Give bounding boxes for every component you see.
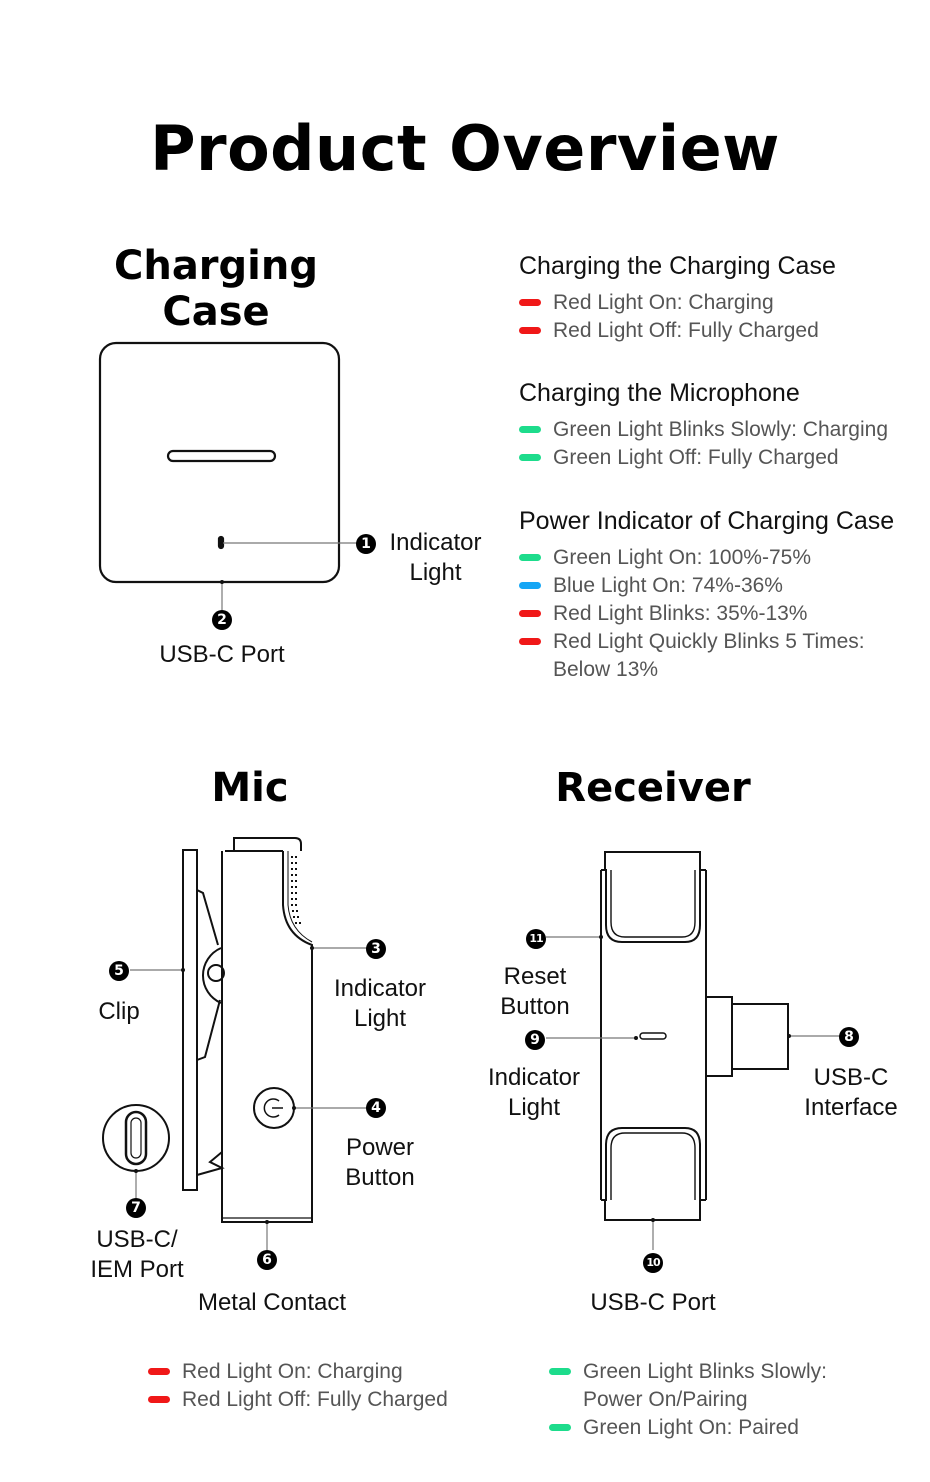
callout-label-usbc-interface: USB-C Interface	[804, 1064, 898, 1121]
charging-case-slot	[166, 449, 277, 463]
mic-usbc-detail	[102, 1104, 170, 1172]
callout-label-metal-contact: Metal Contact	[197, 1289, 347, 1316]
callout-label-mic-indicator-light: Indicator Light	[333, 975, 427, 1032]
callout-badge-6: 6	[257, 1249, 277, 1270]
legend-item: Red Light On: Charging	[519, 289, 836, 317]
green-light-swatch	[519, 454, 541, 461]
receiver-heading: Receiver	[555, 765, 751, 811]
mic-illustration	[102, 837, 313, 1223]
callout-badge-4: 4	[366, 1097, 386, 1118]
legend-group-heading: Charging the Microphone	[519, 379, 800, 407]
mic-body	[221, 851, 313, 1223]
legend-item: Red Light Off: Fully Charged	[519, 317, 836, 345]
callout-badge-1: 1	[356, 533, 376, 554]
legend-group-heading: Charging the Charging Case	[519, 252, 836, 280]
red-light-swatch	[148, 1396, 170, 1403]
legend-item: Green Light On: 100%-75%	[519, 544, 894, 572]
mic-clip-hinge	[201, 947, 222, 1004]
callout-label-indicator-light: Indicator Light	[389, 529, 482, 586]
mic-clip-plate	[182, 849, 198, 1191]
charging-case-heading: Charging Case	[96, 243, 336, 335]
green-light-swatch	[549, 1424, 571, 1431]
red-light-swatch	[148, 1368, 170, 1375]
case-indicator-light	[217, 535, 225, 550]
callout-label-receiver-indicator-light: Indicator Light	[487, 1064, 581, 1121]
callout-badge-7: 7	[126, 1197, 146, 1218]
legend-group-charging-case: Charging the Charging Case Red Light On:…	[519, 252, 836, 345]
callout-label-clip: Clip	[98, 998, 140, 1025]
red-light-swatch	[519, 299, 541, 306]
receiver-indicator-light	[639, 1032, 667, 1040]
callout-label-receiver-usbc-port: USB-C Port	[590, 1289, 716, 1316]
legend-item: Red Light Off: Fully Charged	[148, 1386, 448, 1414]
mic-top-cap	[233, 837, 302, 851]
legend-item: Red Light On: Charging	[148, 1358, 448, 1386]
legend-item: Red Light Blinks: 35%-13%	[519, 600, 894, 628]
red-light-swatch	[519, 327, 541, 334]
callout-label-usbc-port: USB-C Port	[159, 641, 285, 668]
red-light-swatch	[519, 610, 541, 617]
callout-label-reset-button: Reset Button	[500, 963, 570, 1020]
callout-label-power-button: Power Button	[345, 1134, 415, 1191]
callout-badge-10: 10	[643, 1251, 663, 1273]
charging-case-body	[98, 341, 341, 584]
receiver-legend: Green Light Blinks Slowly:Power On/Pairi…	[549, 1358, 827, 1442]
legend-item: Green Light On: Paired	[549, 1414, 827, 1442]
callout-badge-3: 3	[366, 938, 386, 959]
callout-badge-9: 9	[525, 1029, 545, 1050]
blue-light-swatch	[519, 582, 541, 589]
mic-grill-dots	[291, 856, 301, 924]
receiver-usbc-plug	[731, 1003, 789, 1070]
receiver-illustration	[600, 851, 789, 1221]
legend-group-charging-microphone: Charging the Microphone Green Light Blin…	[519, 379, 888, 472]
legend-item: Red Light Quickly Blinks 5 Times:Below 1…	[519, 628, 894, 684]
legend-item: Green Light Blinks Slowly: Charging	[519, 416, 888, 444]
green-light-swatch	[519, 426, 541, 433]
receiver-usbc-base	[705, 996, 733, 1077]
mic-heading: Mic	[211, 765, 289, 811]
mic-legend: Red Light On: Charging Red Light Off: Fu…	[148, 1358, 448, 1414]
legend-group-power-indicator: Power Indicator of Charging Case Green L…	[519, 507, 894, 684]
legend-group-heading: Power Indicator of Charging Case	[519, 507, 895, 535]
charging-case-heading-line1: Charging	[113, 243, 318, 289]
green-light-swatch	[519, 554, 541, 561]
legend-item: Green Light Blinks Slowly:Power On/Pairi…	[549, 1358, 827, 1414]
legend-item: Green Light Off: Fully Charged	[519, 444, 888, 472]
callout-badge-2: 2	[212, 609, 232, 630]
charging-case-illustration	[98, 341, 341, 584]
callout-badge-5: 5	[109, 960, 129, 981]
callout-label-usbc-iem-port: USB-C/ IEM Port	[90, 1226, 184, 1283]
red-light-swatch	[519, 638, 541, 645]
legend-item: Blue Light On: 74%-36%	[519, 572, 894, 600]
charging-case-heading-line2: Case	[162, 289, 270, 335]
page-title: Product Overview	[150, 112, 780, 185]
callout-badge-8: 8	[839, 1026, 859, 1047]
green-light-swatch	[549, 1368, 571, 1375]
callout-badge-11: 11	[526, 927, 546, 949]
